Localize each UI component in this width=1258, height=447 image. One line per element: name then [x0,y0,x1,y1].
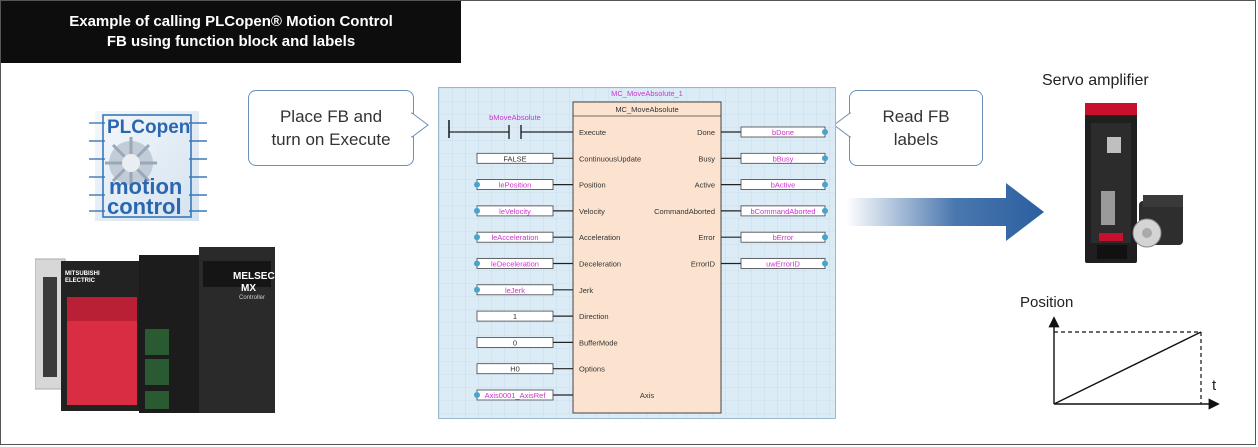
fb-input-pin: Jerk [579,286,593,295]
callout-place-fb: Place FB and turn on Execute [248,90,429,166]
plc-controller-image: MITSUBISHI ELECTRIC MELSEC MX Controller [34,237,275,415]
fb-input-pin: Acceleration [579,233,620,242]
fb-output-label: uwErrorID [766,260,800,269]
fb-constant-box [476,152,554,164]
callout-left-line-2: turn on Execute [271,130,391,149]
fb-output-variable-port [822,234,828,241]
fb-output-variable-port [822,129,828,135]
fb-output-pin: Done [697,128,715,137]
controller-series-line-1: MELSEC [233,271,275,282]
fb-input-variable-port [474,234,480,241]
title-line-2: FB using function block and labels [106,33,356,50]
fb-output-label: bError [773,233,794,242]
callout-right-line-1: Read FB [882,107,950,126]
plcopen-logo-control-text: control [107,194,182,219]
fb-input-pin: Position [579,181,606,190]
fb-output-pin: Error [698,233,715,242]
fb-axis-pin: Axis [640,391,654,400]
fb-output-pin: CommandAborted [654,207,715,216]
fb-axis-label: Axis0001_AxisRef [485,391,547,400]
fb-output-variable-port [822,155,828,162]
fb-output-label: bDone [772,128,794,137]
fb-input-label: leVelocity [499,207,531,216]
fb-constant-box [476,336,554,348]
fb-input-variable-port [474,286,480,293]
callout-read-labels: Read FB labels [833,90,983,166]
controller-series-line-2: MX [241,283,256,294]
fb-output-label: bCommandAborted [750,207,815,216]
controller-brand-text: MITSUBISHI ELECTRIC [65,271,100,284]
fb-input-label: leDeceleration [491,260,539,269]
fb-input-label: lePosition [499,181,532,190]
fb-input-pin: Deceleration [579,260,621,269]
flow-arrow [846,181,1046,243]
plcopen-logo-top-text: PLCopen [107,117,191,138]
fb-block-body [572,101,722,414]
fb-input-pin: Velocity [579,207,605,216]
fb-input-variable-port [474,207,480,214]
plcopen-logo-motion-text: motion [109,174,183,199]
fb-axis-variable-port [474,392,480,398]
fb-input-pin: Options [579,365,605,374]
plcopen-motion-control-logo: PLCopen motion control [89,111,207,223]
controller-series-line-3: Controller [239,295,266,301]
callout-right-line-2: labels [893,130,939,149]
fb-type-name: MC_MoveAbsolute [615,105,678,114]
fb-output-pin: ErrorID [691,260,716,269]
fb-input-pin: Direction [579,312,609,321]
title-line-1: Example of calling PLCopen® Motion Contr… [69,13,393,30]
callout-right-pointer [833,112,851,138]
graph-xlabel: t [1212,377,1217,394]
position-graph [1041,315,1221,415]
fb-input-variable-port [474,260,480,267]
fb-constant-box [476,310,554,322]
fb-output-pin: Active [695,181,715,190]
fb-input-pin: BufferMode [579,338,618,347]
fb-input-label: FALSE [503,154,526,163]
callout-left-pointer [411,112,429,138]
graph-ylabel: Position [1020,294,1074,311]
execute-contact-label: bMoveAbsolute [489,113,541,122]
fb-input-label: leAcceleration [491,233,538,242]
callout-left-line-1: Place FB and [279,107,383,126]
fb-output-variable-port [822,207,828,214]
fb-input-label: 0 [513,338,517,347]
fb-instance-name: MC_MoveAbsolute_1 [611,89,683,98]
fb-output-label: bActive [771,181,796,190]
fb-input-variable-port [474,181,480,188]
servo-amplifier-title: Servo amplifier [1042,72,1149,89]
servo-amplifier-image [1081,99,1201,269]
fb-input-label: 1 [513,312,517,321]
fb-input-label: leJerk [505,286,525,295]
fb-output-label: bBusy [773,154,794,163]
fb-input-pin: Execute [579,128,606,137]
fb-output-variable-port [822,181,828,188]
fb-input-pin: ContinuousUpdate [579,154,641,163]
fb-constant-box [476,363,554,375]
diagram-title: Example of calling PLCopen® Motion Contr… [1,1,461,63]
fb-output-pin: Busy [698,154,715,163]
fb-output-variable-port [822,260,828,267]
fb-input-label: H0 [510,365,520,374]
